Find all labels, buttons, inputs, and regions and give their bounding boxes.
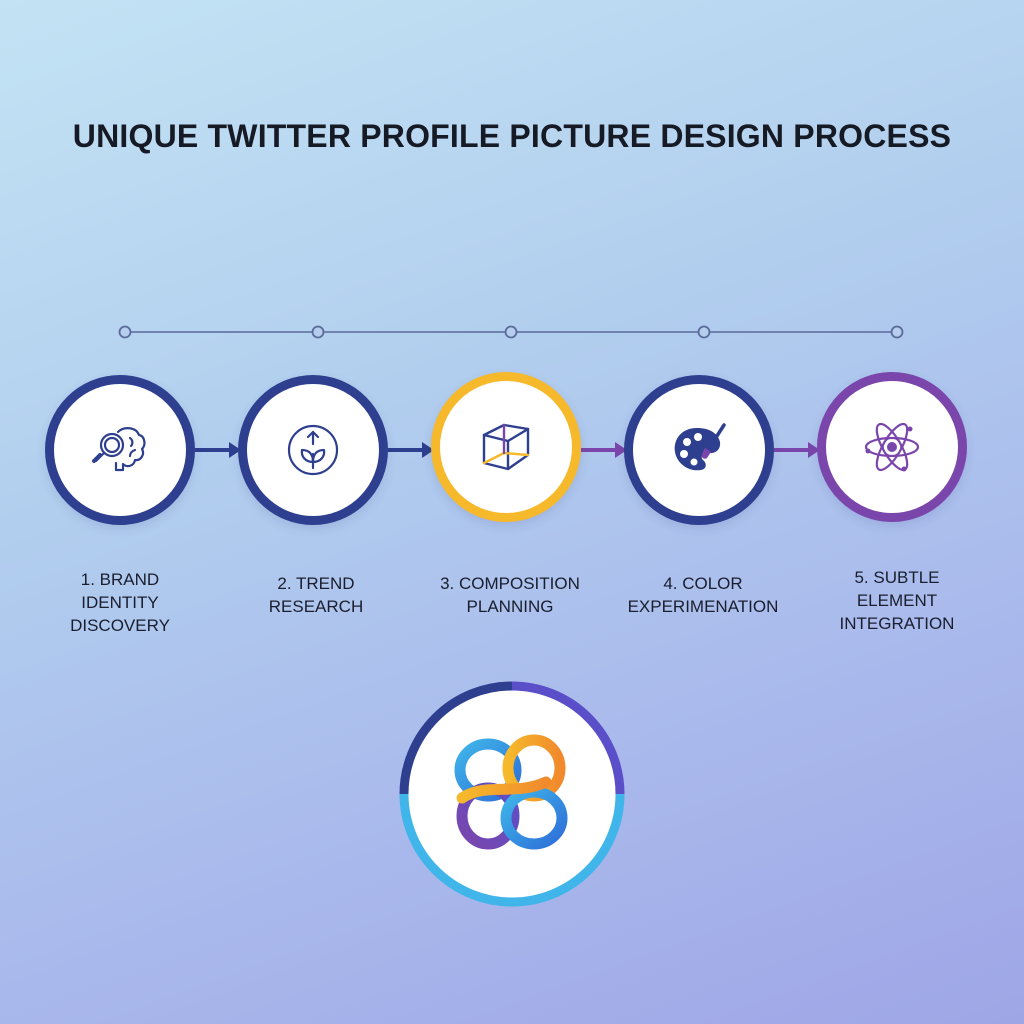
step-3-circle xyxy=(431,372,581,522)
timeline-track xyxy=(118,325,904,339)
arrow-connector xyxy=(774,442,820,458)
arrow-connector xyxy=(388,442,434,458)
final-logo-circle xyxy=(399,681,625,907)
timeline-node xyxy=(890,325,904,339)
step-3-label: 3. COMPOSITION PLANNING xyxy=(440,574,580,616)
page-title: UNIQUE TWITTER PROFILE PICTURE DESIGN PR… xyxy=(72,118,952,154)
step-5-circle xyxy=(817,372,967,522)
palette-brush-icon xyxy=(674,423,726,471)
step-1-label: 1. BRAND IDENTITY DISCOVERY xyxy=(70,570,170,635)
arrow-connector xyxy=(195,442,241,458)
step-1-circle xyxy=(45,375,195,525)
timeline-node xyxy=(311,325,325,339)
step-2-circle xyxy=(238,375,388,525)
timeline-node xyxy=(118,325,132,339)
step-5-label: 5. SUBTLE ELEMENT INTEGRATION xyxy=(839,568,955,633)
interlocking-loops-logo-icon xyxy=(454,734,568,850)
magnifier-brain-icon xyxy=(92,427,146,472)
cube-icon xyxy=(482,423,530,471)
step-2-label: 2. TREND RESEARCH xyxy=(268,574,364,616)
timeline-node xyxy=(504,325,518,339)
arrow-connector xyxy=(581,442,627,458)
atom-icon xyxy=(864,422,920,472)
growth-sprout-icon xyxy=(287,424,339,476)
step-4-label: 4. COLOR EXPERIMENATION xyxy=(627,574,779,616)
timeline-node xyxy=(697,325,711,339)
step-4-circle xyxy=(624,375,774,525)
